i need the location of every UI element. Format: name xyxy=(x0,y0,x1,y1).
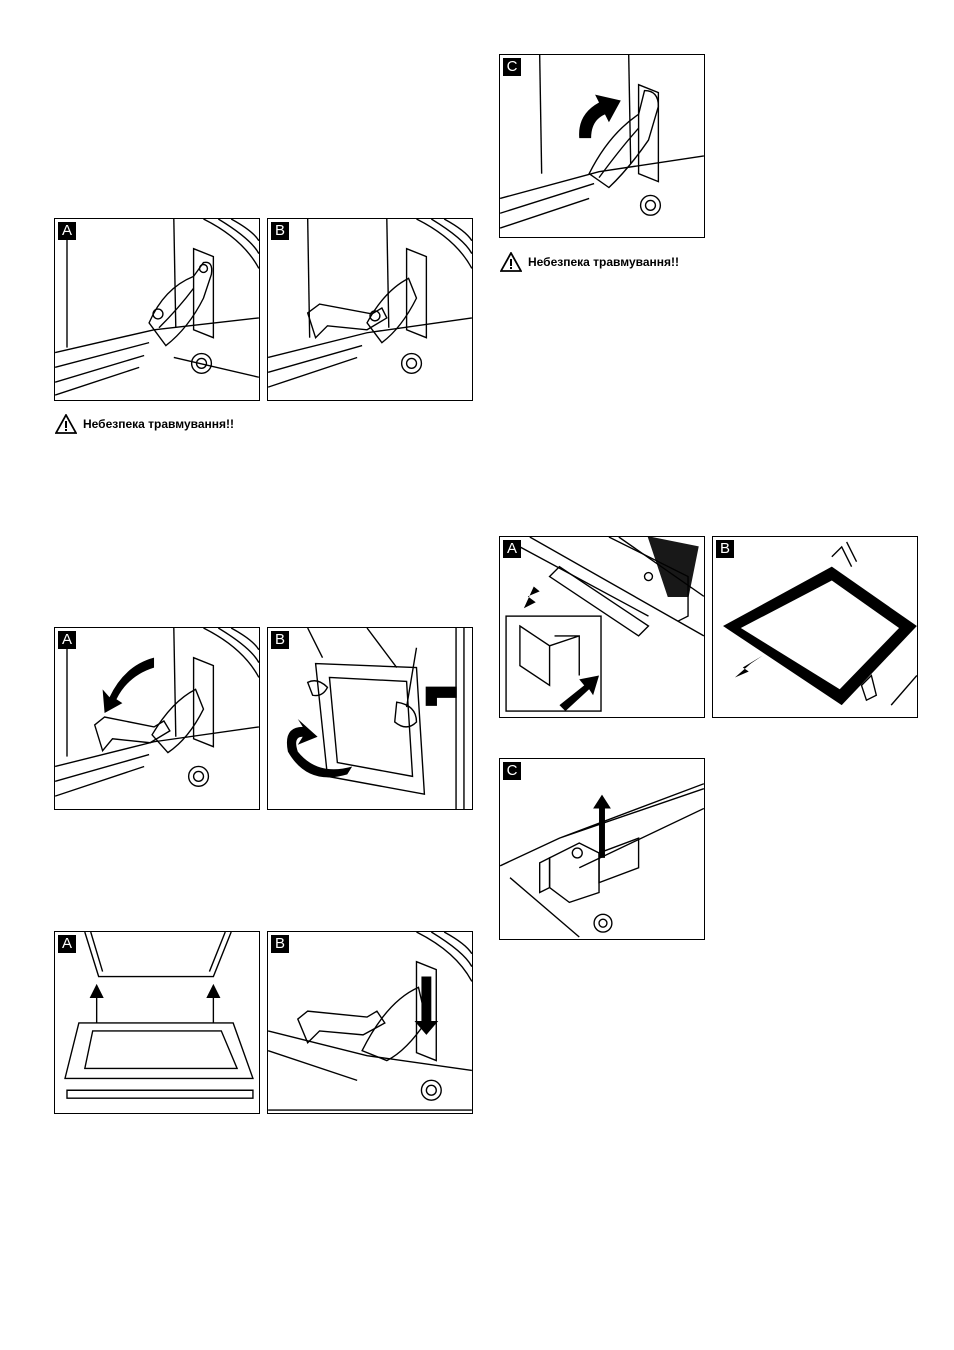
rail-remove-illustration xyxy=(713,537,917,717)
warning-text: Небезпека травмування!! xyxy=(528,255,679,269)
figure-label: B xyxy=(716,540,734,558)
warning-text: Небезпека травмування!! xyxy=(83,417,234,431)
figure-hinge-lower: B xyxy=(267,931,473,1114)
figure-label: B xyxy=(271,631,289,649)
figure-hinge-open: B xyxy=(267,218,473,401)
figure-rail-release: A xyxy=(499,536,705,718)
figure-rail-remove: B xyxy=(712,536,918,718)
warning-triangle-icon xyxy=(500,252,522,272)
warning-triangle-icon xyxy=(55,414,77,434)
hinge-lower-illustration xyxy=(268,932,472,1113)
figure-label: C xyxy=(503,762,521,780)
hinge-turn-illustration xyxy=(55,628,259,809)
warning-injury-2: Небезпека травмування!! xyxy=(500,252,679,272)
figure-rail-clip: C xyxy=(499,758,705,940)
figure-hinge-turn: A xyxy=(54,627,260,810)
figure-label: A xyxy=(58,935,76,953)
rail-clip-illustration xyxy=(500,759,704,939)
figure-label: A xyxy=(58,631,76,649)
door-remove-illustration xyxy=(268,628,472,809)
figure-hinge-closed: A xyxy=(54,218,260,401)
figure-door-insert: A xyxy=(54,931,260,1114)
rail-release-illustration xyxy=(500,537,704,717)
figure-label: A xyxy=(58,222,76,240)
figure-label: B xyxy=(271,222,289,240)
figure-label: C xyxy=(503,58,521,76)
warning-injury-1: Небезпека травмування!! xyxy=(55,414,234,434)
hinge-closed-illustration xyxy=(55,219,259,400)
figure-hinge-lift: C xyxy=(499,54,705,238)
figure-label: A xyxy=(503,540,521,558)
hinge-open-illustration xyxy=(268,219,472,400)
figure-door-remove: B xyxy=(267,627,473,810)
figure-label: B xyxy=(271,935,289,953)
door-insert-illustration xyxy=(55,932,259,1113)
hinge-lift-illustration xyxy=(500,55,704,237)
